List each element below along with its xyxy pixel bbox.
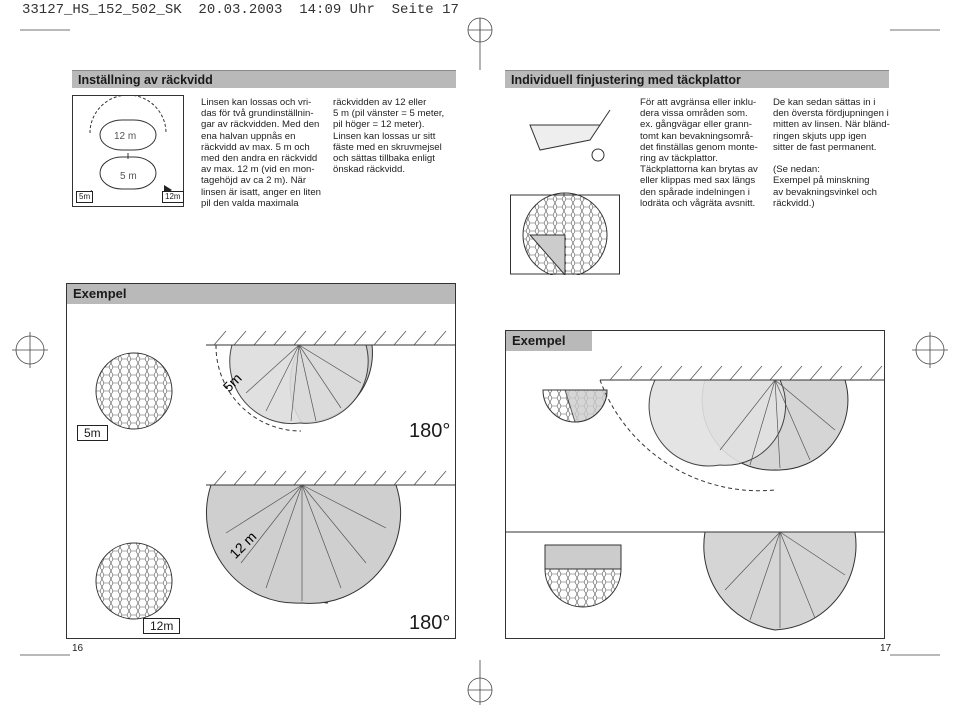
page-number-right: 17	[880, 643, 892, 654]
section-title-range: Inställning av räckvidd	[72, 70, 456, 88]
tag-12m: 12m	[162, 191, 184, 203]
lens-range-figure: 12 m 5 m 5m 12m	[72, 94, 184, 207]
coverage-diagrams-left: 5m 12 m	[95, 330, 456, 620]
angle-label-row1: 180°	[409, 420, 451, 442]
cover-plate-figure	[510, 109, 620, 275]
range-text-col2: räckvidden av 12 eller 5 m (pil vänster …	[333, 97, 445, 176]
cover-plate-text-col2: De kan sedan sättas in i den översta för…	[773, 97, 890, 209]
cover-plate-text-col1: För att avgränsa eller inklu- dera vissa…	[640, 97, 758, 209]
lens-bottom-label: 5 m	[120, 171, 137, 182]
section-title-cover-plates: Individuell finjustering med täckplattor	[505, 70, 889, 88]
coverage-diagrams-right	[505, 365, 885, 631]
tag-5m: 5m	[76, 191, 94, 203]
print-header: 33127_HS_152_502_SK 20.03.2003 14:09 Uhr…	[22, 2, 459, 18]
lens-top-label: 12 m	[114, 131, 136, 142]
example-title-right: Exempel	[506, 331, 592, 351]
example-title-left: Exempel	[67, 284, 455, 304]
example-tag-5m: 5m	[77, 425, 108, 441]
page-number-left: 16	[72, 643, 84, 654]
range-text-col1: Linsen kan lossas och vri- das för två g…	[201, 97, 321, 209]
example-tag-12m: 12m	[143, 618, 181, 634]
angle-label-row2: 180°	[409, 612, 451, 634]
